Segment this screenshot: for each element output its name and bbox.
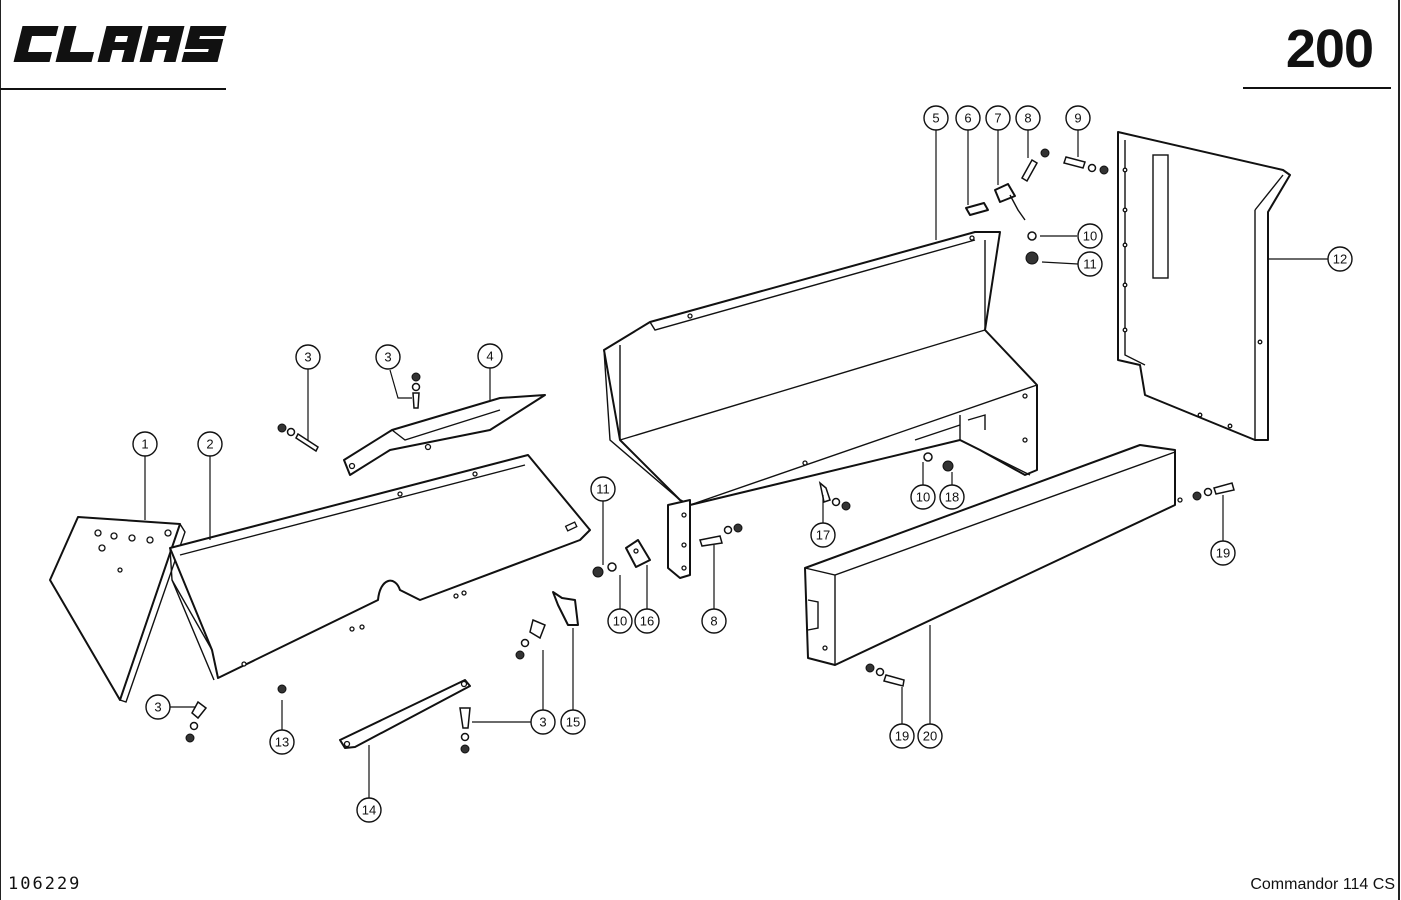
svg-text:17: 17 (816, 528, 830, 543)
svg-text:8: 8 (1024, 111, 1031, 126)
part-4-bracket (343, 394, 546, 476)
svg-text:12: 12 (1333, 252, 1347, 267)
callout-11: 11 (1077, 251, 1103, 277)
part-12-rear-panel (1117, 131, 1291, 441)
callout-12: 12 (1327, 246, 1353, 272)
callout-17: 17 (810, 522, 836, 548)
callout-3: 3 (295, 344, 321, 370)
svg-text:18: 18 (945, 490, 959, 505)
hardware-bolts-nuts (185, 148, 1235, 754)
svg-text:1: 1 (141, 437, 148, 452)
callout-18: 18 (939, 484, 965, 510)
callout-10: 10 (1077, 223, 1103, 249)
svg-text:3: 3 (154, 700, 161, 715)
svg-text:10: 10 (613, 614, 627, 629)
svg-text:7: 7 (994, 111, 1001, 126)
callout-16: 16 (634, 608, 660, 634)
claas-logo (10, 20, 232, 68)
callout-3: 3 (530, 709, 556, 735)
callout-10: 10 (607, 608, 633, 634)
callout-leaders (144, 130, 1328, 798)
svg-text:3: 3 (539, 715, 546, 730)
header-rule-right (1243, 87, 1391, 89)
callout-1: 1 (132, 431, 158, 457)
part-20-box-beam (804, 444, 1183, 666)
svg-text:19: 19 (895, 729, 909, 744)
svg-text:19: 19 (1216, 546, 1230, 561)
part-16-clip (625, 539, 651, 568)
part-2-side-panel (169, 454, 591, 681)
svg-text:5: 5 (932, 111, 939, 126)
svg-text:14: 14 (362, 803, 376, 818)
svg-text:2: 2 (206, 437, 213, 452)
right-frame-edge (1398, 0, 1400, 900)
svg-text:11: 11 (596, 482, 610, 497)
part-15-angle-bracket (552, 591, 579, 626)
svg-text:13: 13 (275, 735, 289, 750)
svg-text:8: 8 (710, 614, 717, 629)
svg-text:4: 4 (486, 349, 493, 364)
svg-text:16: 16 (640, 614, 654, 629)
svg-text:15: 15 (566, 715, 580, 730)
claas-logo-graphic (13, 26, 227, 62)
callout-3: 3 (145, 694, 171, 720)
svg-text:10: 10 (916, 490, 930, 505)
svg-text:10: 10 (1083, 229, 1097, 244)
callouts: 1 2 3 3 4 3 13 14 3 15 11 10 16 8 17 10 … (132, 105, 1353, 823)
callout-11: 11 (590, 476, 616, 502)
part-1-end-plate (49, 516, 186, 703)
callout-4: 4 (477, 343, 503, 369)
part-6-plate (965, 202, 989, 216)
callout-14: 14 (356, 797, 382, 823)
callout-20: 20 (917, 723, 943, 749)
left-frame-edge (0, 0, 1, 900)
svg-text:9: 9 (1074, 111, 1081, 126)
drawing-number: 106229 (8, 874, 82, 894)
callout-7: 7 (985, 105, 1011, 131)
header-rule-left (0, 88, 226, 90)
svg-text:3: 3 (304, 350, 311, 365)
callout-3: 3 (375, 344, 401, 370)
page-number: 200 (1285, 19, 1374, 79)
callout-9: 9 (1065, 105, 1091, 131)
callout-10: 10 (910, 484, 936, 510)
callout-6: 6 (955, 105, 981, 131)
svg-text:20: 20 (923, 729, 937, 744)
callout-15: 15 (560, 709, 586, 735)
callout-19: 19 (1210, 540, 1236, 566)
svg-text:11: 11 (1083, 257, 1097, 272)
callout-2: 2 (197, 431, 223, 457)
callout-8: 8 (1015, 105, 1041, 131)
callout-5: 5 (923, 105, 949, 131)
model-name: Commandor 114 CS (1250, 876, 1395, 893)
svg-text:6: 6 (964, 111, 971, 126)
part-7-hinge (994, 183, 1026, 221)
callout-13: 13 (269, 729, 295, 755)
svg-text:3: 3 (384, 350, 391, 365)
callout-8: 8 (701, 608, 727, 634)
part-5-main-hood (603, 231, 1038, 579)
part-14-strut (339, 679, 471, 749)
callout-19: 19 (889, 723, 915, 749)
